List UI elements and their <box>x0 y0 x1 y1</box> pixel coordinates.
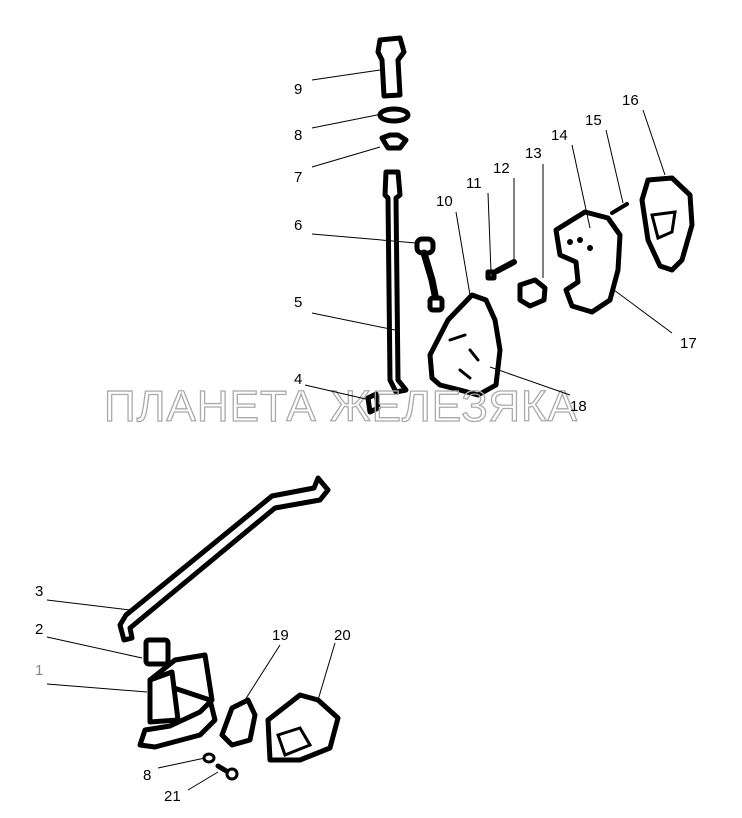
callout-14: 14 <box>551 127 568 144</box>
part-2-block <box>143 637 171 667</box>
callout-5: 5 <box>294 294 302 311</box>
part-15-screw <box>610 202 629 215</box>
watermark-text: ПЛАНЕТА ЖЕЛЕЗЯКА <box>104 382 578 431</box>
callout-3: 3 <box>35 583 43 600</box>
part-6-link <box>414 236 445 313</box>
part-20-cover <box>265 692 341 763</box>
callout-8-lower: 8 <box>143 767 151 784</box>
part-16-trim-cover <box>639 175 695 273</box>
part-3-rod <box>117 475 331 643</box>
callout-21: 21 <box>164 788 181 805</box>
callout-12: 12 <box>493 160 510 177</box>
callout-18: 18 <box>570 398 587 415</box>
callout-1: 1 <box>35 662 43 679</box>
part-4-clip <box>365 391 381 415</box>
callout-10: 10 <box>436 193 453 210</box>
part-11-nut <box>485 269 497 281</box>
part-9-knob <box>375 35 407 99</box>
callout-11: 11 <box>466 175 482 192</box>
leader-lines <box>46 69 673 791</box>
callout-20: 20 <box>334 627 351 644</box>
callout-6: 6 <box>294 217 302 234</box>
callout-15: 15 <box>585 112 602 129</box>
part-19-gasket <box>219 697 258 748</box>
callout-4: 4 <box>294 371 302 388</box>
callout-16: 16 <box>622 92 639 109</box>
part-5-rod <box>382 169 409 395</box>
callout-2: 2 <box>35 621 43 638</box>
callout-19: 19 <box>272 627 289 644</box>
part-8-washer-lower <box>202 752 216 764</box>
part-14-bracket <box>553 209 623 315</box>
callout-9: 9 <box>294 81 302 98</box>
part-7-clip <box>379 132 409 151</box>
callout-13: 13 <box>525 145 542 162</box>
part-21-bolt <box>215 763 239 781</box>
callout-8: 8 <box>294 127 302 144</box>
callout-17: 17 <box>680 335 697 352</box>
callout-7: 7 <box>294 169 302 186</box>
part-12-screw <box>494 259 517 274</box>
part-8-washer <box>377 106 411 124</box>
part-10-lock-body <box>427 292 503 398</box>
part-1-handle-base <box>137 652 218 750</box>
part-13-bushing <box>517 277 548 309</box>
